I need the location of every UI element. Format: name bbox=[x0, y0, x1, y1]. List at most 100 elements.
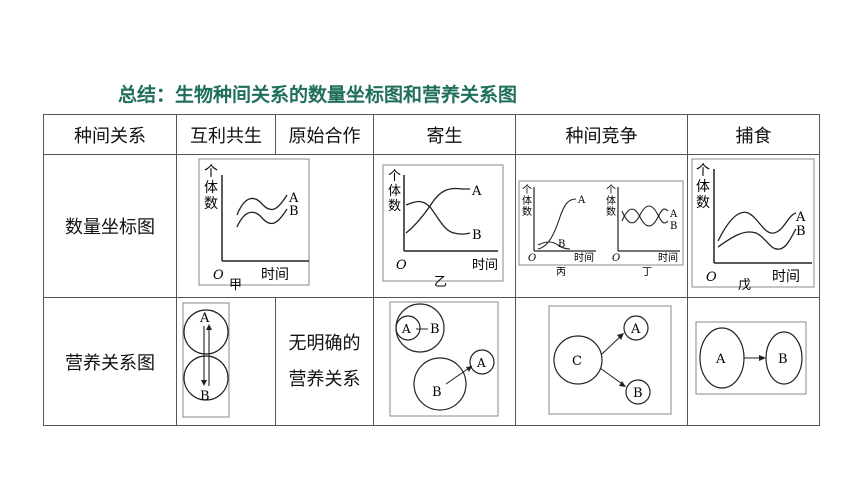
header-mutualism: 互利共生 bbox=[176, 114, 276, 155]
y-label: 个 bbox=[522, 184, 532, 196]
y-label: 个 bbox=[696, 163, 710, 179]
row-label-nutrition: 营养关系图 bbox=[43, 297, 177, 426]
nutrition-predation-cell: A B bbox=[687, 297, 820, 426]
origin-label: O bbox=[528, 253, 536, 264]
no-relation-line-2: 营养关系 bbox=[288, 368, 361, 390]
nutrition-row: 营养关系图 A B 无明确的 营养关系 bbox=[43, 297, 820, 426]
label-c: C bbox=[572, 354, 582, 369]
curve-b bbox=[621, 208, 669, 227]
graph-caption: 丙 bbox=[556, 267, 566, 278]
label-b: B bbox=[200, 389, 210, 404]
header-row: 种间关系 互利共生 原始合作 寄生 种间竞争 捕食 bbox=[43, 114, 820, 155]
label-a: A bbox=[577, 195, 586, 206]
y-label: 数 bbox=[204, 196, 218, 212]
graph-parasitism-cell: 个 体 数 A B O 时间 乙 bbox=[373, 154, 516, 298]
nutrition-parasitism-cell: A B B A bbox=[373, 297, 516, 426]
curve-a bbox=[717, 211, 797, 242]
label-b: B bbox=[289, 204, 299, 219]
curve-a bbox=[537, 198, 577, 250]
curve-a bbox=[236, 194, 288, 216]
header-predation: 捕食 bbox=[687, 114, 820, 155]
graph-predation-cell: 个 体 数 A B O 时间 戊 bbox=[687, 154, 820, 298]
y-label: 数 bbox=[696, 195, 710, 211]
curve-a bbox=[405, 187, 470, 234]
x-label: 时间 bbox=[261, 267, 289, 283]
circle-a bbox=[183, 309, 229, 355]
graph-caption: 丁 bbox=[642, 267, 652, 278]
label-a: A bbox=[401, 322, 411, 336]
circle-a-parasite bbox=[469, 349, 495, 375]
circle-b-host bbox=[413, 357, 467, 411]
circle-a-small bbox=[395, 315, 421, 341]
relation-table: 种间关系 互利共生 原始合作 寄生 种间竞争 捕食 数量坐标图 个 体 数 A … bbox=[43, 114, 820, 426]
curve-b bbox=[236, 208, 288, 228]
label-b: B bbox=[796, 224, 806, 239]
label-a: A bbox=[795, 210, 806, 225]
label-b: B bbox=[633, 386, 643, 401]
diagram-predation: A B bbox=[695, 321, 807, 395]
graph-mutualism-cell: 个 体 数 A B O 时间 甲 bbox=[176, 154, 374, 298]
curve-b bbox=[405, 200, 471, 235]
label-b: B bbox=[430, 322, 440, 337]
diagram-mutualism: A B bbox=[182, 302, 230, 418]
y-label: 数 bbox=[388, 199, 401, 214]
curve-a bbox=[621, 205, 669, 224]
y-label: 个 bbox=[388, 169, 401, 184]
label-a: A bbox=[630, 322, 641, 337]
x-label: 时间 bbox=[574, 251, 594, 264]
header-protocooperation: 原始合作 bbox=[275, 114, 374, 155]
header-relation: 种间关系 bbox=[43, 114, 177, 155]
label-b: B bbox=[472, 228, 482, 243]
nutrition-protocooperation-cell: 无明确的 营养关系 bbox=[275, 297, 374, 426]
y-label: 个 bbox=[606, 184, 616, 196]
origin-label: O bbox=[396, 258, 407, 273]
curve-b bbox=[537, 241, 571, 250]
label-a: A bbox=[199, 311, 210, 326]
y-label: 体 bbox=[204, 180, 218, 196]
x-label: 时间 bbox=[772, 269, 800, 285]
header-competition: 种间竞争 bbox=[515, 114, 688, 155]
label-a: A bbox=[715, 352, 726, 367]
origin-label: O bbox=[612, 253, 620, 264]
graph-competition-cell: 个 体 数 A B O 时间 丙 个 体 数 A bbox=[515, 154, 688, 298]
y-label: 体 bbox=[388, 184, 401, 199]
row-label-quantity: 数量坐标图 bbox=[43, 154, 177, 298]
graph-wu: 个 体 数 A B O 时间 戊 bbox=[691, 158, 815, 293]
y-label: 体 bbox=[522, 195, 532, 207]
no-relation-line-1: 无明确的 bbox=[288, 332, 361, 354]
nutrition-mutualism-cell: A B bbox=[176, 297, 276, 426]
y-label: 体 bbox=[696, 179, 710, 195]
page-title: 总结：生物种间关系的数量坐标图和营养关系图 bbox=[118, 84, 518, 106]
circle-c bbox=[553, 335, 603, 385]
graph-caption: 戊 bbox=[738, 278, 751, 292]
x-label: 时间 bbox=[472, 258, 498, 273]
origin-label: O bbox=[213, 268, 224, 283]
circle-b bbox=[183, 355, 229, 401]
x-label: 时间 bbox=[658, 251, 678, 264]
origin-label: O bbox=[706, 270, 717, 285]
diagram-parasitism: A B B A bbox=[389, 301, 499, 417]
header-parasitism: 寄生 bbox=[373, 114, 516, 155]
label-b: B bbox=[778, 352, 788, 367]
label-b: B bbox=[558, 239, 565, 250]
label-a: A bbox=[471, 184, 482, 199]
label-a: A bbox=[476, 356, 486, 370]
graph-caption: 乙 bbox=[434, 275, 447, 290]
quantity-row: 数量坐标图 个 体 数 A B O 时间 甲 个 bbox=[43, 154, 820, 298]
graph-jia: 个 体 数 A B O 时间 甲 bbox=[198, 158, 310, 293]
label-b: B bbox=[670, 221, 677, 232]
circle-b bbox=[625, 379, 651, 405]
label-b: B bbox=[432, 385, 442, 400]
label-a: A bbox=[288, 191, 299, 206]
graph-yi: 个 体 数 A B O 时间 乙 bbox=[382, 164, 504, 290]
y-label: 体 bbox=[606, 195, 616, 207]
label-a: A bbox=[669, 209, 678, 220]
curve-b bbox=[717, 228, 797, 250]
diagram-competition: C A B bbox=[548, 305, 672, 415]
y-label: 数 bbox=[522, 205, 532, 218]
y-label: 个 bbox=[204, 164, 218, 180]
y-label: 数 bbox=[606, 205, 616, 218]
nutrition-competition-cell: C A B bbox=[515, 297, 688, 426]
circle-a bbox=[623, 315, 649, 341]
graph-caption: 甲 bbox=[229, 278, 242, 292]
